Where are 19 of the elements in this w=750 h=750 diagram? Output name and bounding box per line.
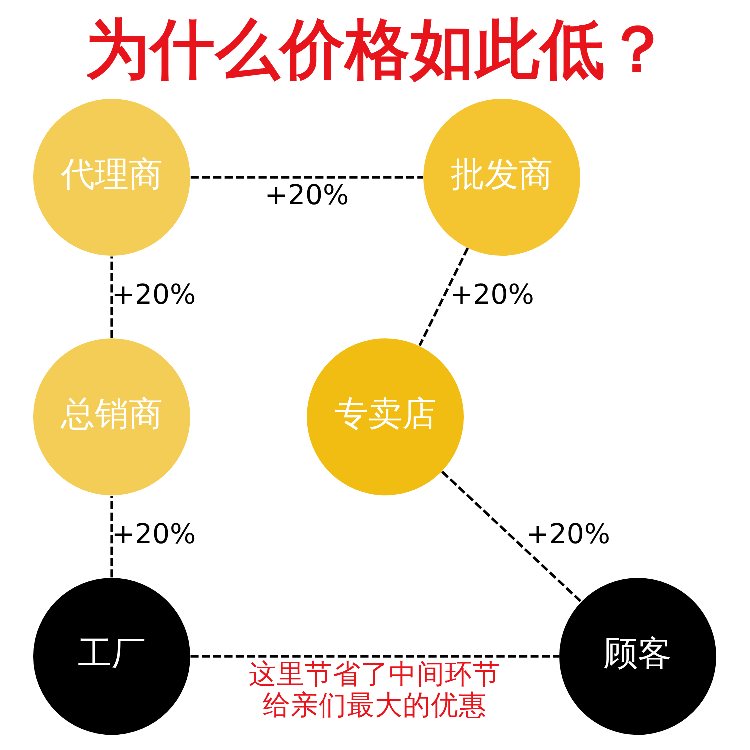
connector xyxy=(110,496,114,578)
edge-label: +20% xyxy=(450,278,534,311)
node-circle: 专卖店 xyxy=(307,338,464,496)
connector xyxy=(110,256,114,338)
edge-label: +20% xyxy=(112,278,196,311)
node-circle: 总销商 xyxy=(33,338,190,496)
edge-label: +20% xyxy=(526,518,611,550)
connector xyxy=(442,471,582,603)
connector xyxy=(418,248,470,346)
edge-label: 这里节省了中间环节给亲们最大的优惠 xyxy=(249,658,501,722)
node-circle: 批发商 xyxy=(424,99,581,256)
connector xyxy=(190,655,560,658)
connector xyxy=(190,176,424,179)
edge-label: +20% xyxy=(264,179,350,212)
diagram-title: 为什么价格如此低？ xyxy=(85,12,670,88)
node-circle: 工厂 xyxy=(33,578,190,736)
node-circle: 顾客 xyxy=(560,578,717,736)
edge-label: +20% xyxy=(112,518,196,550)
node-circle: 代理商 xyxy=(33,99,190,256)
